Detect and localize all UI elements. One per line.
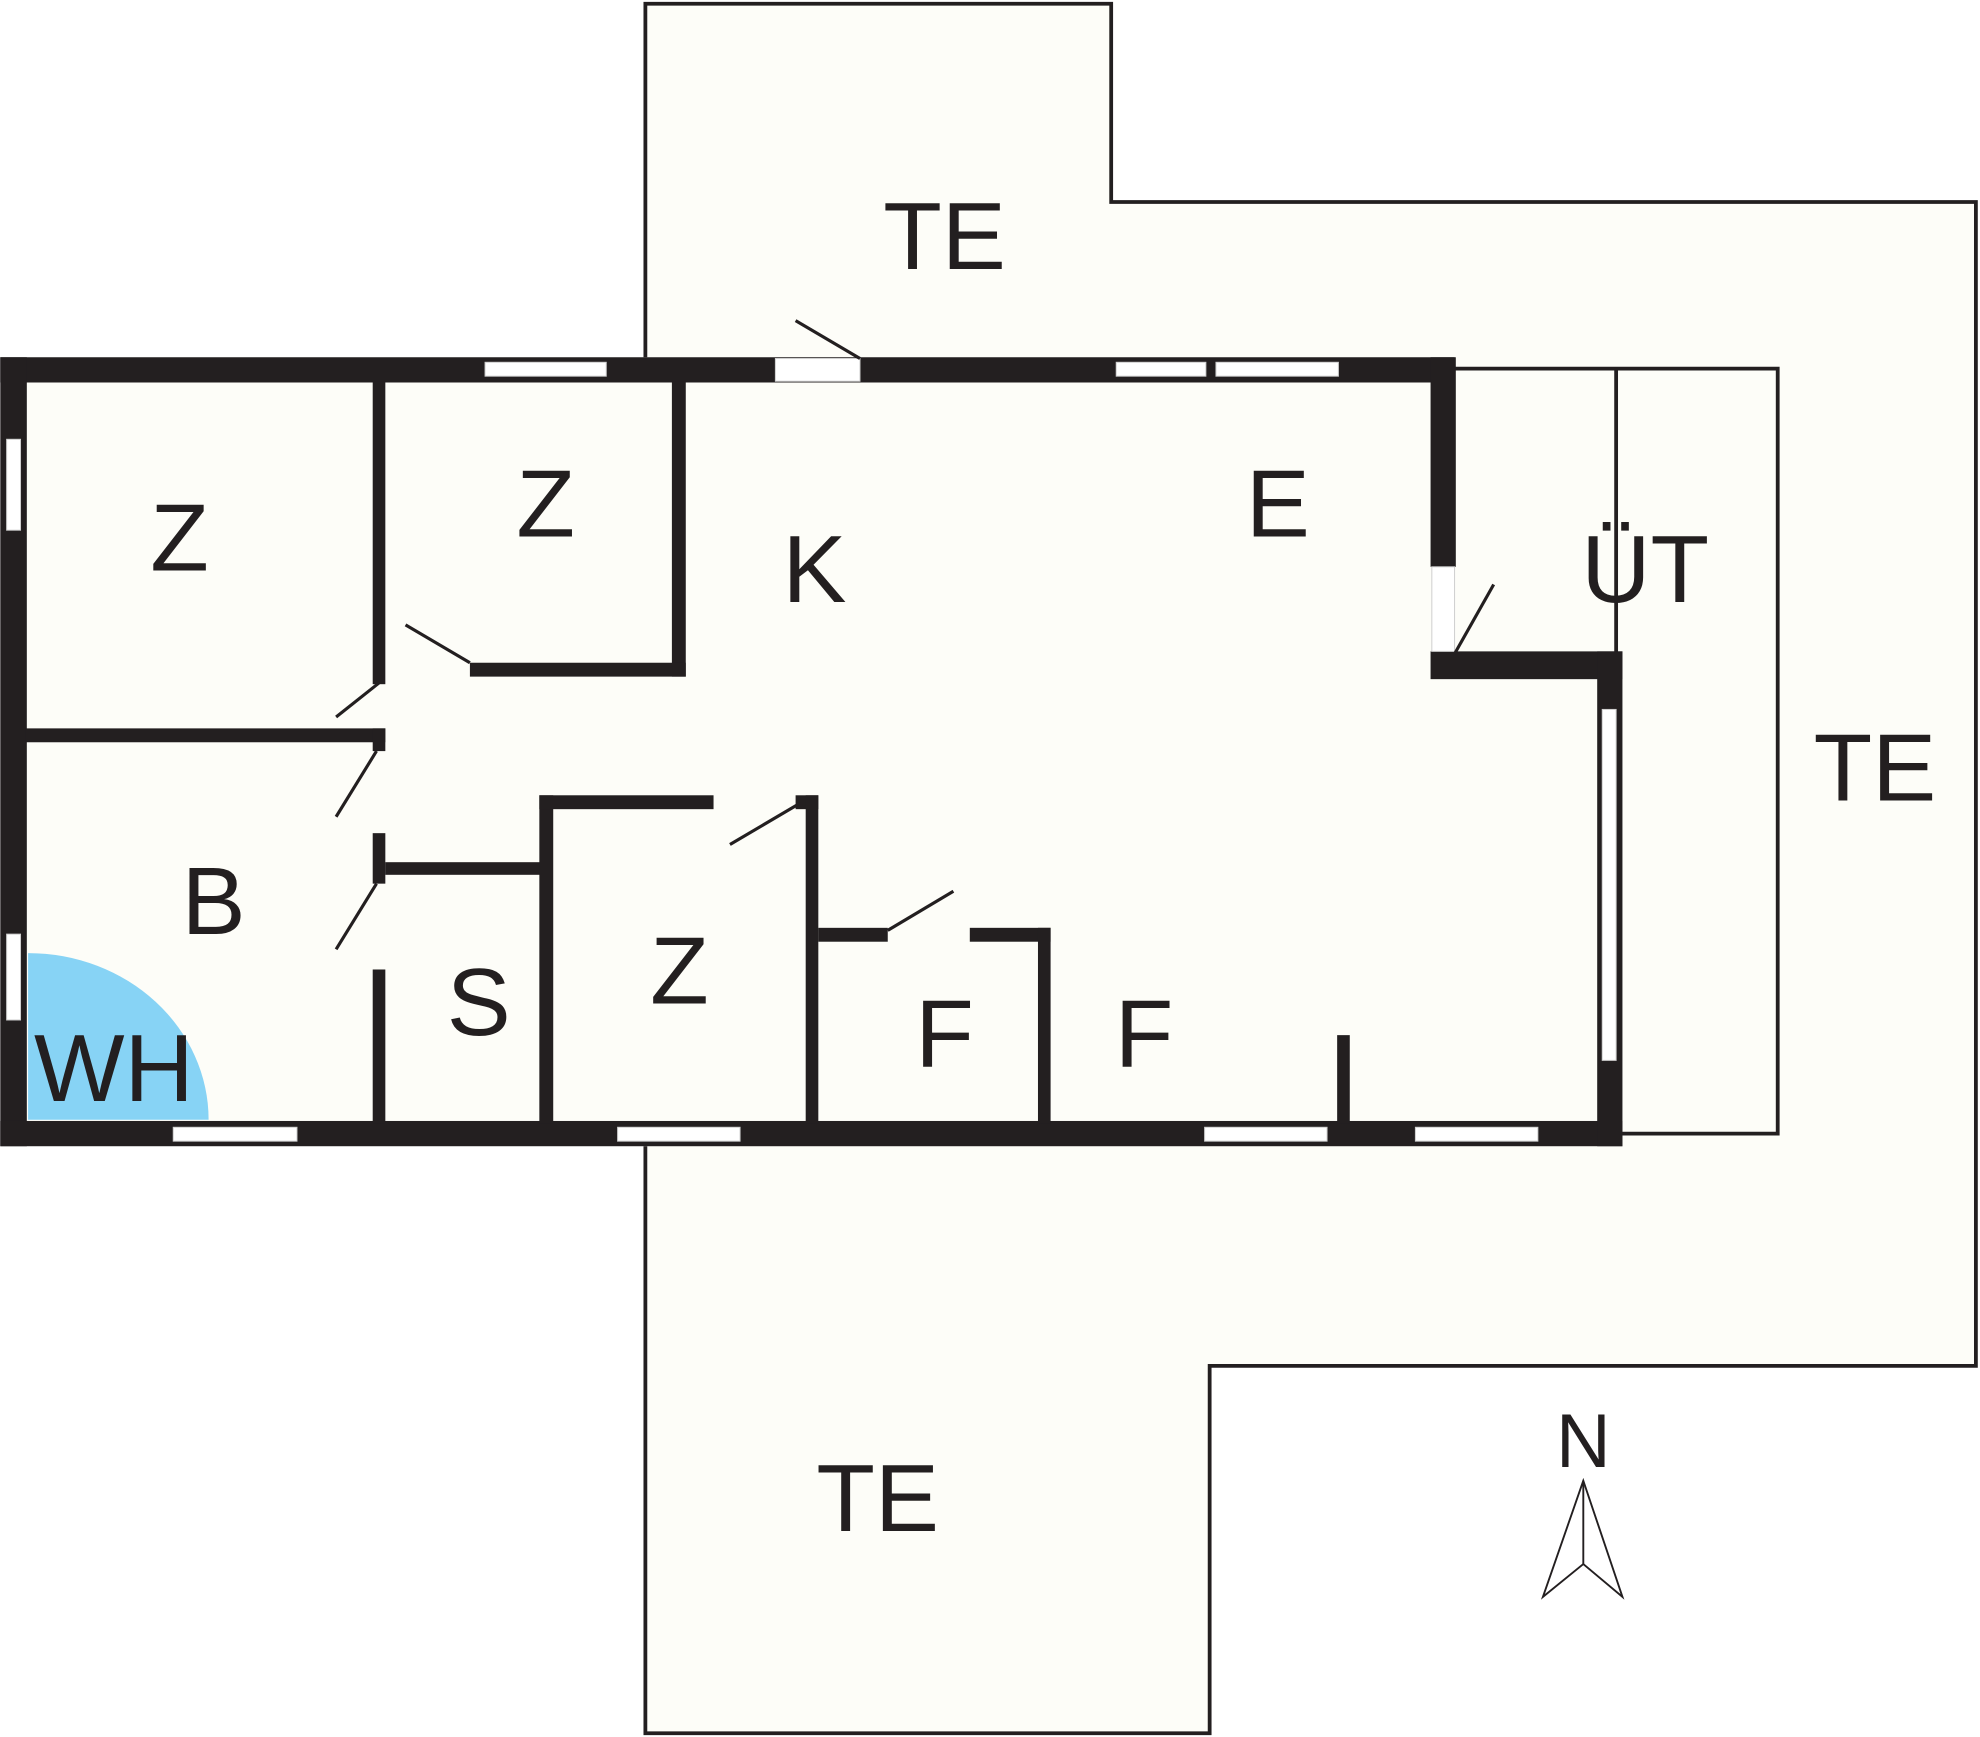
house-floor	[0, 357, 1623, 1147]
room-label-hall-2: F	[1115, 981, 1174, 1088]
room-label-terrace-east: TE	[1814, 714, 1937, 821]
room-label-whirlpool: WH	[34, 1015, 194, 1122]
room-label-terrace-south: TE	[816, 1445, 939, 1552]
room-label-terrace-north: TE	[883, 183, 1006, 290]
north-arrow-icon: N	[1540, 1399, 1625, 1600]
room-label-bathroom: B	[182, 848, 246, 955]
compass-label: N	[1556, 1399, 1611, 1484]
room-label-covered-terrace: ÜT	[1581, 516, 1709, 623]
room-label-sauna: S	[447, 949, 511, 1056]
whirlpool-shape	[28, 953, 209, 1120]
room-label-bedroom-1: Z	[150, 485, 209, 592]
room-label-bedroom-2: Z	[516, 451, 575, 558]
room-label-kitchen: K	[783, 516, 847, 623]
room-label-dining: E	[1246, 451, 1310, 558]
interior-walls	[25, 381, 1350, 1124]
room-label-bedroom-3: Z	[650, 918, 709, 1025]
room-label-hall-1: F	[915, 981, 974, 1088]
windows	[6, 358, 1617, 1142]
door-swings	[334, 319, 1496, 951]
covered-terrace-outline	[1452, 366, 1780, 1136]
